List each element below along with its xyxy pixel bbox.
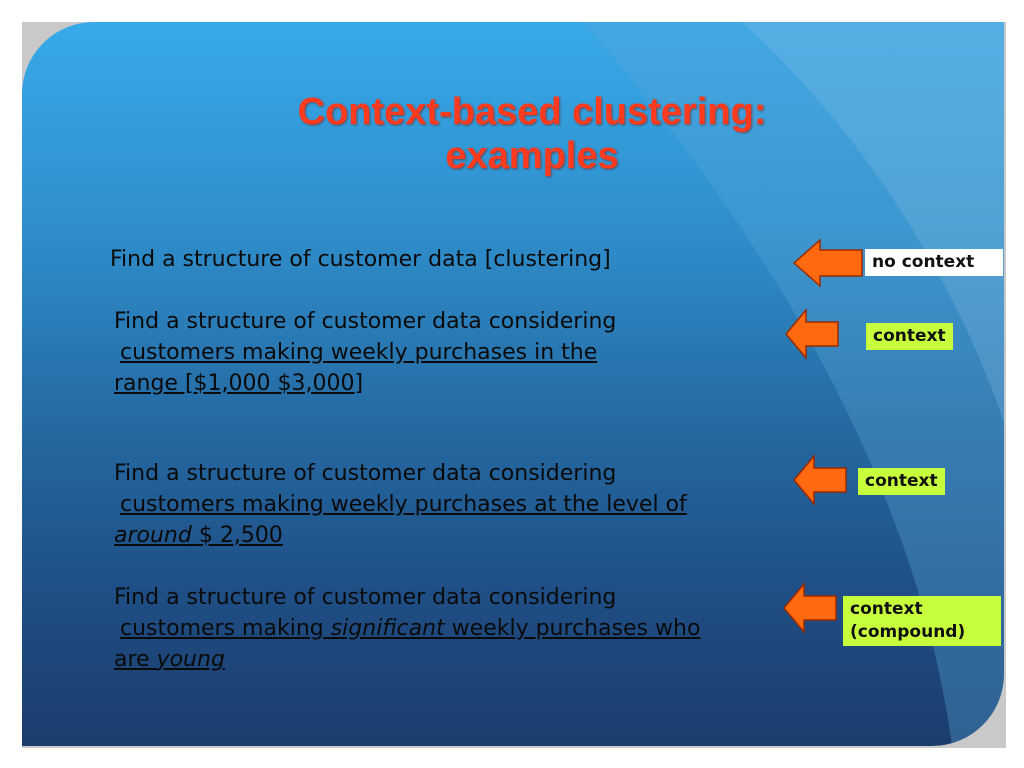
example-3-line-3-italic: around: [114, 523, 192, 548]
tag-compound-line-1: context: [850, 599, 923, 619]
title-line-2: examples: [445, 135, 619, 177]
example-2-line-3: range [$1,000 $3,000]: [114, 371, 364, 396]
tag-context: context: [866, 323, 953, 350]
example-2-text: Find a structure of customer data consid…: [114, 306, 804, 399]
tag-no-context: no context: [865, 249, 1003, 276]
tag-context-compound: context (compound): [843, 596, 1001, 646]
example-4-line-3-italic: young: [156, 647, 225, 672]
left-arrow-icon: [785, 308, 839, 360]
example-3-line-1: Find a structure of customer data consid…: [114, 461, 617, 486]
tag-compound-line-2: (compound): [850, 622, 966, 642]
example-3-line-2: customers making weekly purchases at the…: [120, 492, 687, 517]
title-line-1: Context-based clustering:: [297, 91, 767, 133]
example-1-line-1: Find a structure of customer data [clust…: [110, 247, 611, 272]
example-2-line-2: customers making weekly purchases in the: [120, 340, 598, 365]
example-1-text: Find a structure of customer data [clust…: [110, 244, 800, 275]
example-4-line-2b: weekly purchases who: [444, 616, 701, 641]
left-arrow-icon: [783, 582, 837, 634]
example-4-text: Find a structure of customer data consid…: [114, 582, 804, 675]
slide: Context-based clustering: examples: [22, 22, 1004, 746]
example-4-line-1: Find a structure of customer data consid…: [114, 585, 617, 610]
left-arrow-icon: [793, 454, 847, 506]
example-4-line-2-italic: significant: [330, 616, 445, 641]
left-arrow-icon: [792, 238, 863, 288]
tag-context: context: [858, 468, 945, 495]
background-sheen: [582, 22, 1004, 746]
example-3-text: Find a structure of customer data consid…: [114, 458, 804, 551]
slide-title: Context-based clustering: examples: [222, 90, 842, 178]
example-4-line-2a: customers making: [120, 616, 331, 641]
example-4-line-3a: are: [114, 647, 157, 672]
example-3-line-3: $ 2,500: [191, 523, 283, 548]
example-2-line-1: Find a structure of customer data consid…: [114, 309, 617, 334]
